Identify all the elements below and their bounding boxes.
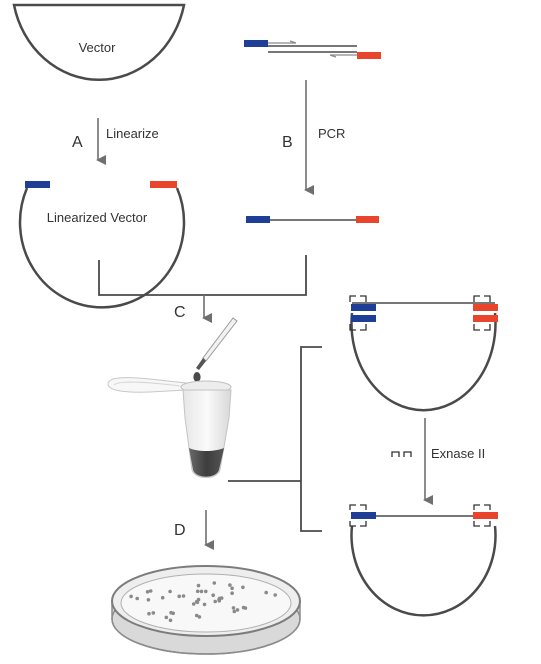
colony-dot — [219, 596, 224, 600]
step-c-letter: C — [174, 304, 186, 321]
colony-dot — [211, 593, 215, 597]
step-b-pcr: B PCR — [282, 80, 345, 195]
exnase-label: Exnase II — [431, 446, 485, 461]
colony-dot — [212, 581, 217, 585]
colony-dot — [164, 615, 169, 620]
colony-dot — [204, 589, 208, 594]
colony-dot — [230, 591, 234, 595]
colony-dot — [147, 611, 151, 616]
recombined-plasmid — [349, 504, 498, 617]
pcr-template-with-primers — [244, 40, 381, 59]
colony-dot — [145, 590, 150, 594]
colony-dot — [194, 613, 199, 618]
colony-dot — [196, 597, 201, 602]
primer-reverse-red — [357, 52, 381, 59]
primer-forward-blue — [244, 40, 268, 47]
exnase-enzyme-icon — [391, 451, 412, 457]
petri-dish — [111, 565, 301, 655]
exnase-bracket — [228, 346, 322, 532]
colony-dot — [232, 609, 237, 614]
colony-dot — [264, 590, 269, 595]
colony-dot — [213, 599, 217, 604]
red-overlap-bottom — [473, 315, 498, 322]
colony-dot — [241, 605, 246, 610]
blue-overlap-end — [25, 181, 50, 188]
colony-dot — [241, 585, 245, 590]
step-b-letter: B — [282, 134, 293, 151]
pcr-product — [246, 216, 379, 223]
pcr-label: PCR — [318, 126, 345, 141]
linearize-label: Linearize — [106, 126, 159, 141]
red-overlap-end — [150, 181, 177, 188]
colony-dot — [228, 583, 232, 587]
colony-dot — [169, 610, 173, 615]
colony-dot — [273, 593, 278, 597]
colony-dot — [177, 594, 181, 599]
colony-dot — [148, 589, 153, 593]
colony-dot — [231, 606, 236, 610]
annealed-plasmid — [349, 295, 498, 412]
colony-dot — [181, 594, 186, 598]
step-a-letter: A — [72, 134, 83, 151]
pcr-blue-end — [246, 216, 270, 223]
colony-dot — [202, 602, 207, 607]
colony-dot — [146, 598, 151, 602]
linearized-vector-label: Linearized Vector — [47, 210, 148, 225]
colony-dot — [135, 596, 139, 601]
circular-vector: Vector — [12, 3, 186, 81]
step-d-letter: D — [174, 522, 186, 539]
colony-dot — [230, 586, 234, 591]
blue-overlap-top — [351, 304, 376, 311]
colony-dot — [199, 589, 204, 594]
colony-dot — [197, 615, 202, 619]
colony-dot — [191, 602, 196, 606]
colony-dot — [168, 618, 173, 623]
microcentrifuge-tube — [107, 377, 232, 478]
colony-dot — [235, 608, 240, 612]
vector-label: Vector — [79, 40, 117, 55]
red-overlap-top — [473, 304, 498, 311]
step-c-combine: C — [98, 255, 307, 323]
colony-dot — [217, 599, 222, 603]
colony-dot — [129, 594, 133, 599]
colony-dot — [196, 583, 201, 588]
colony-dot — [160, 595, 165, 600]
blue-overlap-bottom — [351, 315, 376, 322]
pipette-tip — [193, 317, 238, 382]
droplet — [193, 372, 201, 382]
colony-dot — [168, 589, 172, 594]
colony-dot — [151, 611, 156, 615]
blue-junction — [351, 512, 376, 519]
pcr-red-end — [356, 216, 379, 223]
step-a-linearize: A Linearize — [72, 118, 159, 165]
colony-dot — [195, 589, 200, 594]
exnase-step: Exnase II — [391, 418, 485, 505]
linearized-vector: Linearized Vector — [18, 181, 186, 309]
bacterial-colonies — [129, 581, 278, 623]
red-junction — [473, 512, 498, 519]
step-d-transform: D — [174, 510, 214, 550]
